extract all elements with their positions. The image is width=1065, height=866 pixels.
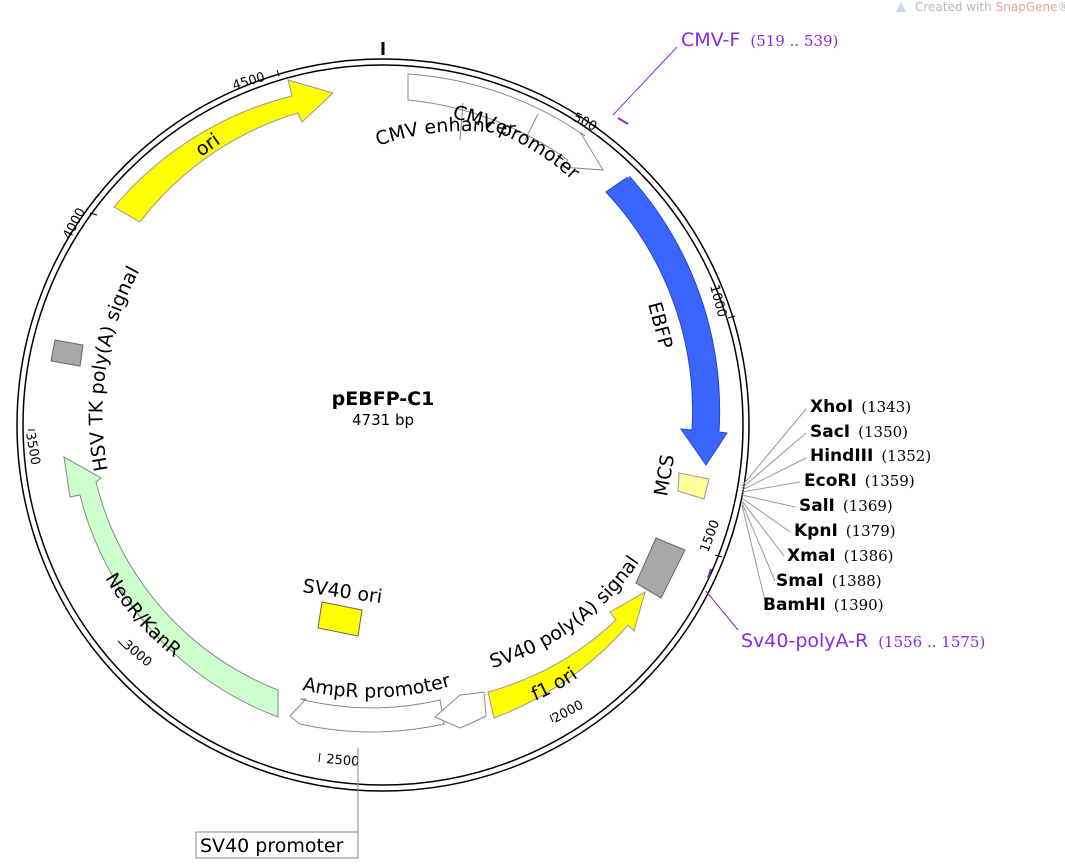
- svg-text:SacI(1350): SacI(1350): [810, 422, 908, 442]
- sv40-promoter-arrow[interactable]: [434, 691, 487, 729]
- f1-ori-arrow[interactable]: [487, 590, 646, 719]
- tick-label-1000: 1000: [706, 283, 729, 319]
- credit-brand: SnapGene: [996, 0, 1058, 14]
- tick-label-3500: 3500: [22, 431, 43, 466]
- backbone: [16, 42, 750, 792]
- hsv-tk-polya-box[interactable]: [50, 339, 84, 367]
- sv40-promoter-box[interactable]: [195, 831, 359, 859]
- site-ecori: EcoRI: [804, 471, 857, 491]
- svg-text:KpnI(1379): KpnI(1379): [794, 521, 896, 541]
- snapgene-credit: Created with SnapGene®: [896, 0, 1065, 14]
- features: CMV enhancer CMV promoter EBFP MCS SV40 …: [50, 73, 728, 859]
- mcs-box[interactable]: [677, 472, 710, 500]
- svg-text:XmaI(1386): XmaI(1386): [787, 546, 894, 566]
- svg-text:Sv40-polyA-R(1556 .. 1575): Sv40-polyA-R(1556 .. 1575): [741, 630, 985, 652]
- plasmid-size: 4731 bp: [352, 411, 414, 429]
- site-xhoi: XhoI: [810, 397, 853, 417]
- svg-text:Created with SnapGene®: Created with SnapGene®: [915, 0, 1065, 14]
- sv40-ori-box[interactable]: [317, 601, 363, 637]
- ebfp-arrow[interactable]: [605, 175, 728, 466]
- feature-label-sv40-ori: SV40 ori: [301, 575, 383, 608]
- svg-text:CMV-F(519 .. 539): CMV-F(519 .. 539): [681, 29, 838, 51]
- site-sali: SalI: [799, 496, 835, 516]
- site-xmai: XmaI: [787, 546, 836, 566]
- svg-text:SmaI(1388): SmaI(1388): [776, 571, 882, 591]
- site-kpni: KpnI: [794, 521, 838, 541]
- feature-label-hsv-tk-polya: HSV TK poly(A) signal: [85, 263, 144, 473]
- svg-text:XhoI(1343): XhoI(1343): [810, 397, 911, 417]
- ori-arrow[interactable]: [113, 79, 334, 223]
- site-leaders: [741, 408, 807, 606]
- ampr-promoter-arrow[interactable]: [289, 698, 445, 733]
- snapgene-logo-icon: [896, 2, 906, 12]
- svg-text:HindIII(1352): HindIII(1352): [810, 446, 931, 466]
- feature-label-neor-kanr: NeoR/KanR: [101, 569, 186, 661]
- cmv-feature-arrow[interactable]: [407, 73, 604, 171]
- tick-label-2500: 2500: [326, 752, 360, 770]
- plasmid-name: pEBFP-C1: [332, 388, 435, 410]
- restriction-sites: XhoI(1343) SacI(1350) HindIII(1352) EcoR…: [763, 397, 931, 615]
- svg-text:EcoRI(1359): EcoRI(1359): [804, 471, 915, 491]
- tick-label-1500: 1500: [698, 518, 723, 554]
- feature-label-mcs: MCS: [650, 453, 679, 498]
- primer-sv40-polya-r: Sv40-polyA-R: [741, 630, 868, 652]
- feature-label-ampr-promoter: AmpR promoter: [301, 670, 453, 703]
- primers: CMV-F(519 .. 539) Sv40-polyA-R(1556 .. 1…: [612, 29, 985, 652]
- neor-kanr-arrow[interactable]: [63, 456, 279, 718]
- site-saci: SacI: [810, 422, 850, 442]
- svg-text:BamHI(1390): BamHI(1390): [763, 595, 884, 615]
- sv40-polya-box[interactable]: [635, 537, 686, 599]
- feature-label-ebfp: EBFP: [643, 300, 677, 352]
- tick-label-2000: 2000: [550, 698, 586, 727]
- svg-text:SalI(1369): SalI(1369): [799, 496, 893, 516]
- primer-cmv-f: CMV-F: [681, 29, 740, 51]
- feature-label-sv40-promoter: SV40 promoter: [200, 835, 344, 857]
- site-bamhi: BamHI: [763, 595, 826, 615]
- site-smai: SmaI: [776, 571, 824, 591]
- credit-mark: ®: [1057, 0, 1065, 14]
- tick-label-3000: 3000: [119, 638, 154, 671]
- site-hindiii: HindIII: [810, 446, 873, 466]
- credit-prefix: Created with: [915, 0, 996, 14]
